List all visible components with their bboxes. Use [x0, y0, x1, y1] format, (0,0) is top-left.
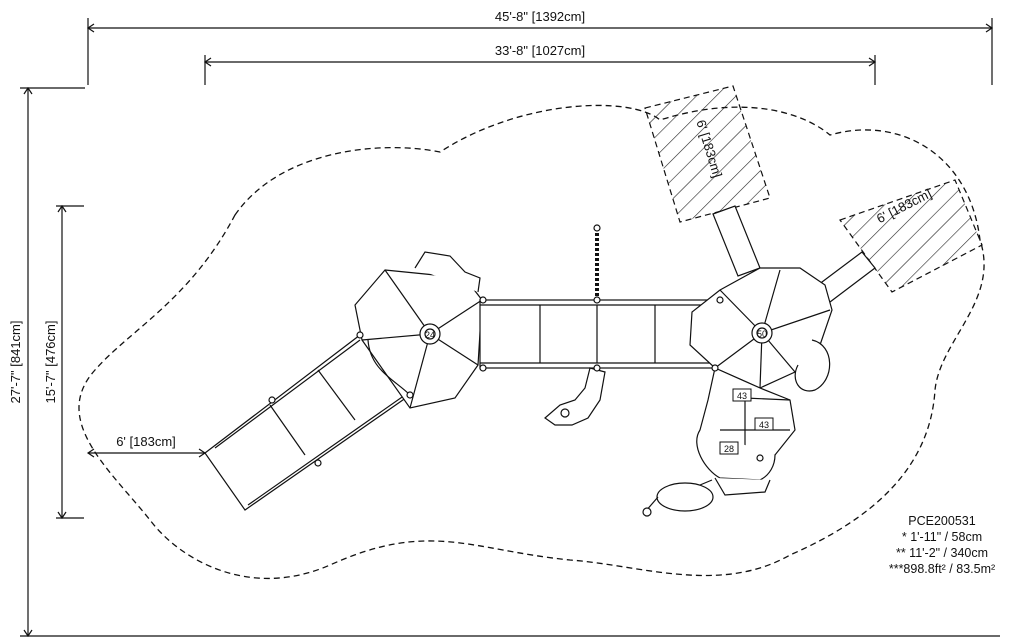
- note-line-1: * 1'-11" / 58cm: [901, 530, 983, 544]
- step-platforms: [696, 367, 796, 496]
- step-c-box: 28: [719, 441, 739, 455]
- upper-slide-zone: [644, 85, 771, 223]
- step-a-box: 43: [732, 388, 752, 402]
- right-deck-number: 50: [757, 329, 767, 339]
- left-deck-number: 24: [425, 330, 435, 340]
- bridge: [479, 299, 721, 369]
- note-line-3: ***898.8ft² / 83.5m²: [888, 562, 996, 576]
- chain-climber: [593, 224, 601, 300]
- model-number: PCE200531: [908, 514, 976, 528]
- play-structure: [204, 205, 876, 517]
- structure-depth-label: 15'-7" [476cm]: [43, 321, 58, 404]
- slide-exit-label: 6' [183cm]: [116, 434, 176, 449]
- note-line-2: ** 11'-2" / 340cm: [895, 546, 989, 560]
- step-c-number: 28: [724, 444, 734, 454]
- structure-depth-dimension: [56, 204, 84, 520]
- step-a-number: 43: [737, 391, 747, 401]
- right-deck: [689, 267, 833, 392]
- overall-width-dimension: [86, 18, 994, 85]
- overall-width-label: 45'-8" [1392cm]: [495, 9, 585, 24]
- spec-notes: PCE200531 * 1'-11" / 58cm ** 11'-2" / 34…: [862, 513, 1022, 577]
- step-b-box: 43: [754, 417, 774, 431]
- left-deck: [354, 251, 483, 409]
- overall-depth-dimension: [20, 86, 1000, 638]
- spring-rider: [544, 367, 606, 426]
- use-zone-boundary: [78, 104, 985, 580]
- overall-depth-label: 27'-7" [841cm]: [8, 321, 23, 404]
- posts: [268, 296, 764, 467]
- slide-exit-dimension: [86, 448, 207, 458]
- step-b-number: 43: [759, 420, 769, 430]
- structure-width-dimension: [203, 55, 877, 85]
- rocking-pod: [642, 479, 714, 517]
- structure-width-label: 33'-8" [1027cm]: [495, 43, 585, 58]
- upper-slide: [712, 205, 761, 277]
